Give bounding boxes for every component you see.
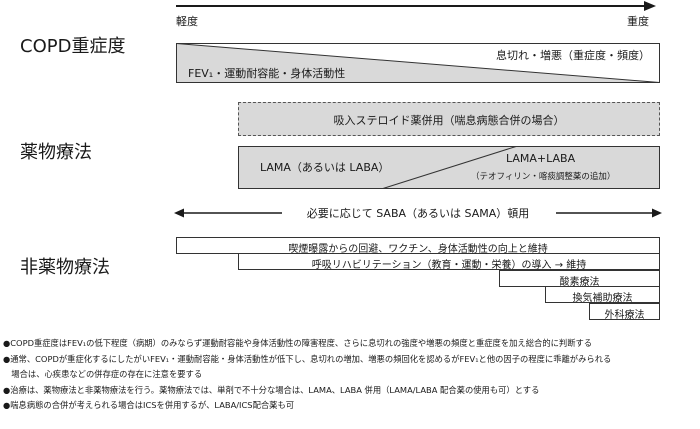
nonpharma-row-2: 呼吸リハビリテーション（教育・運動・栄養）の導入 → 維持: [238, 253, 660, 271]
severity-arrow: [176, 1, 656, 11]
note-2: ●通常、COPDが重症化するにしたがいFEV₁・運動耐容能・身体活動性が低下し、…: [3, 353, 612, 364]
note-3: 場合は、心疾患などの併存症の存在に注意を要する: [3, 369, 203, 380]
ics-box: 吸入ステロイド薬併用（喘息病態合併の場合）: [238, 102, 660, 136]
severity-severe-label: 重度: [627, 15, 649, 28]
nonpharma-row-5: 外科療法: [589, 303, 660, 321]
copd-severity-bar: 息切れ・増悪（重症度・頻度） FEV₁・運動耐容能・身体活動性: [176, 43, 660, 83]
nonpharma-row-5-text: 外科療法: [604, 310, 645, 321]
lama-right-subtext: （テオフィリン・喀痰調整薬の追加）: [471, 172, 616, 182]
copd-bar-lower-text: FEV₁・運動耐容能・身体活動性: [188, 67, 346, 80]
severity-mild-label: 軽度: [176, 15, 198, 28]
lama-box: LAMA（あるいは LABA） LAMA+LABA （テオフィリン・喀痰調整薬の…: [238, 146, 660, 189]
nonpharma-row-3: 酸素療法: [499, 270, 660, 288]
section-label-copd: COPD重症度: [20, 36, 126, 57]
nonpharma-row-4: 換気補助療法: [545, 286, 660, 304]
lama-right-text: LAMA+LABA: [506, 152, 576, 165]
nonpharma-row-1-text: 喫煙曝露からの回避、ワクチン、身体活動性の向上と維持: [288, 244, 548, 255]
ics-box-text: 吸入ステロイド薬併用（喘息病態合併の場合）: [333, 114, 565, 127]
note-1: ●COPD重症度はFEV₁の低下程度（病期）のみならず運動耐容能や身体活動性の障…: [3, 338, 593, 348]
copd-bar-upper-text: 息切れ・増悪（重症度・頻度）: [496, 49, 650, 62]
section-label-pharma: 薬物療法: [20, 142, 92, 163]
note-5: ●喘息病態の合併が考えられる場合はICSを併用するが、LABA/ICS配合薬も可: [3, 400, 295, 411]
lama-left-text: LAMA（あるいは LABA）: [260, 161, 390, 174]
saba-text: 必要に応じて SABA（あるいは SAMA）頓用: [286, 205, 550, 221]
nonpharma-row-3-text: 酸素療法: [559, 277, 600, 288]
notes: ●COPD重症度はFEV₁の低下程度（病期）のみならず運動耐容能や身体活動性の障…: [3, 336, 697, 414]
nonpharma-row-1: 喫煙曝露からの回避、ワクチン、身体活動性の向上と維持: [176, 237, 660, 255]
section-label-nonpharma: 非薬物療法: [20, 257, 110, 278]
saba-arrow: [174, 208, 662, 218]
note-4: ●治療は、薬物療法と非薬物療法を行う。薬物療法では、単剤で不十分な場合は、LAM…: [3, 384, 540, 395]
nonpharma-row-4-text: 換気補助療法: [572, 293, 633, 304]
nonpharma-row-2-text: 呼吸リハビリテーション（教育・運動・栄養）の導入 → 維持: [311, 260, 587, 271]
